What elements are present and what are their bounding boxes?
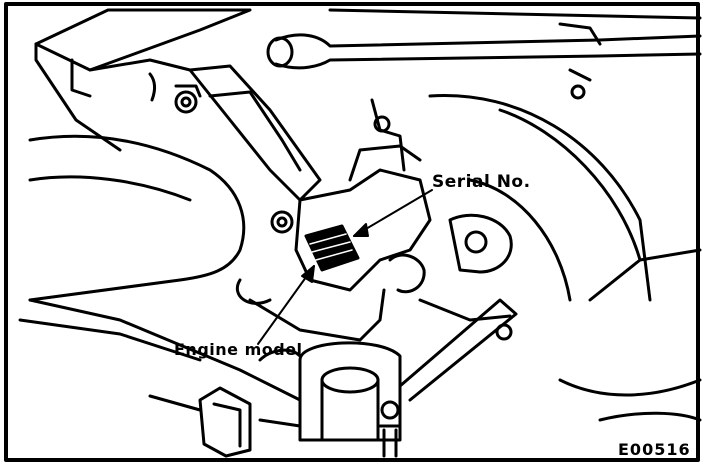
valve-cover-outline	[34, 8, 252, 72]
bolt-top-left	[174, 90, 198, 114]
mounting-bracket	[188, 64, 322, 202]
bolt-lower	[380, 400, 400, 420]
mounting-lug	[448, 213, 513, 274]
engine-model-leader	[257, 265, 315, 345]
cylinder-head-outline	[28, 134, 246, 302]
bolt-center	[270, 210, 294, 234]
flywheel-housing	[428, 94, 652, 302]
figure-frame	[4, 2, 700, 462]
engine-model-callout: Engine model	[174, 340, 303, 359]
lower-outlet-pipe	[298, 341, 402, 442]
figure-code: E00516	[618, 440, 691, 459]
serial-leader	[353, 189, 433, 237]
diagonal-rod	[398, 298, 518, 402]
upper-pipe	[274, 33, 702, 48]
engine-block-pad	[294, 168, 432, 292]
serial-number-callout: Serial No.	[432, 172, 531, 192]
serial-stamp-plate	[304, 224, 360, 272]
lower-bracket	[198, 386, 252, 458]
